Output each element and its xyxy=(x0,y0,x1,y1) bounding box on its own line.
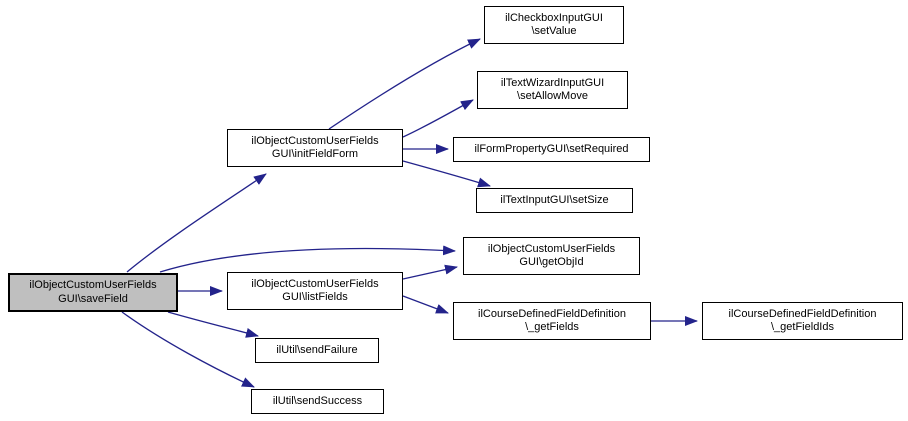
edge-saveField-getObjId xyxy=(159,245,456,273)
node-setValue[interactable]: ilCheckboxInputGUI \setValue xyxy=(484,6,624,44)
node-setValue-label: ilCheckboxInputGUI \setValue xyxy=(505,11,603,38)
edge-saveField-sendFailure xyxy=(167,311,259,338)
node-setSize-label: ilTextInputGUI\setSize xyxy=(500,193,609,206)
node-setAllowMove[interactable]: ilTextWizardInputGUI \setAllowMove xyxy=(477,71,628,109)
edge-saveField-sendSuccess xyxy=(121,311,255,388)
node-listFields-label: ilObjectCustomUserFields GUI\listFields xyxy=(251,277,379,304)
node-sendFailure[interactable]: ilUtil\sendFailure xyxy=(255,338,379,363)
node-initFieldForm-label: ilObjectCustomUserFields GUI\initFieldFo… xyxy=(251,134,379,161)
node-getFieldIds-label: ilCourseDefinedFieldDefinition \_getFiel… xyxy=(728,307,877,334)
node-getFields[interactable]: ilCourseDefinedFieldDefinition \_getFiel… xyxy=(453,302,651,340)
node-initFieldForm[interactable]: ilObjectCustomUserFields GUI\initFieldFo… xyxy=(227,129,403,167)
edge-initFieldForm-setAllowMove xyxy=(402,99,474,138)
node-setSize[interactable]: ilTextInputGUI\setSize xyxy=(476,188,633,213)
node-setAllowMove-label: ilTextWizardInputGUI \setAllowMove xyxy=(500,76,605,103)
node-listFields[interactable]: ilObjectCustomUserFields GUI\listFields xyxy=(227,272,403,310)
node-saveField[interactable]: ilObjectCustomUserFields GUI\saveField xyxy=(8,273,178,312)
node-sendSuccess-label: ilUtil\sendSuccess xyxy=(272,394,363,407)
node-getFieldIds[interactable]: ilCourseDefinedFieldDefinition \_getFiel… xyxy=(702,302,903,340)
node-getFields-label: ilCourseDefinedFieldDefinition \_getFiel… xyxy=(478,307,626,334)
edge-saveField-initFieldForm xyxy=(126,173,267,273)
node-setRequired[interactable]: ilFormPropertyGUI\setRequired xyxy=(453,137,650,162)
edge-listFields-getFields xyxy=(402,295,449,314)
edge-listFields-getObjId xyxy=(402,264,458,280)
node-sendSuccess[interactable]: ilUtil\sendSuccess xyxy=(251,389,384,414)
node-getObjId-label: ilObjectCustomUserFields GUI\getObjId xyxy=(487,242,616,269)
edge-initFieldForm-setValue xyxy=(328,38,481,130)
node-setRequired-label: ilFormPropertyGUI\setRequired xyxy=(474,142,629,155)
node-saveField-label: ilObjectCustomUserFields GUI\saveField xyxy=(29,279,157,305)
node-sendFailure-label: ilUtil\sendFailure xyxy=(276,343,358,356)
edge-initFieldForm-setSize xyxy=(402,160,491,188)
node-getObjId[interactable]: ilObjectCustomUserFields GUI\getObjId xyxy=(463,237,640,275)
